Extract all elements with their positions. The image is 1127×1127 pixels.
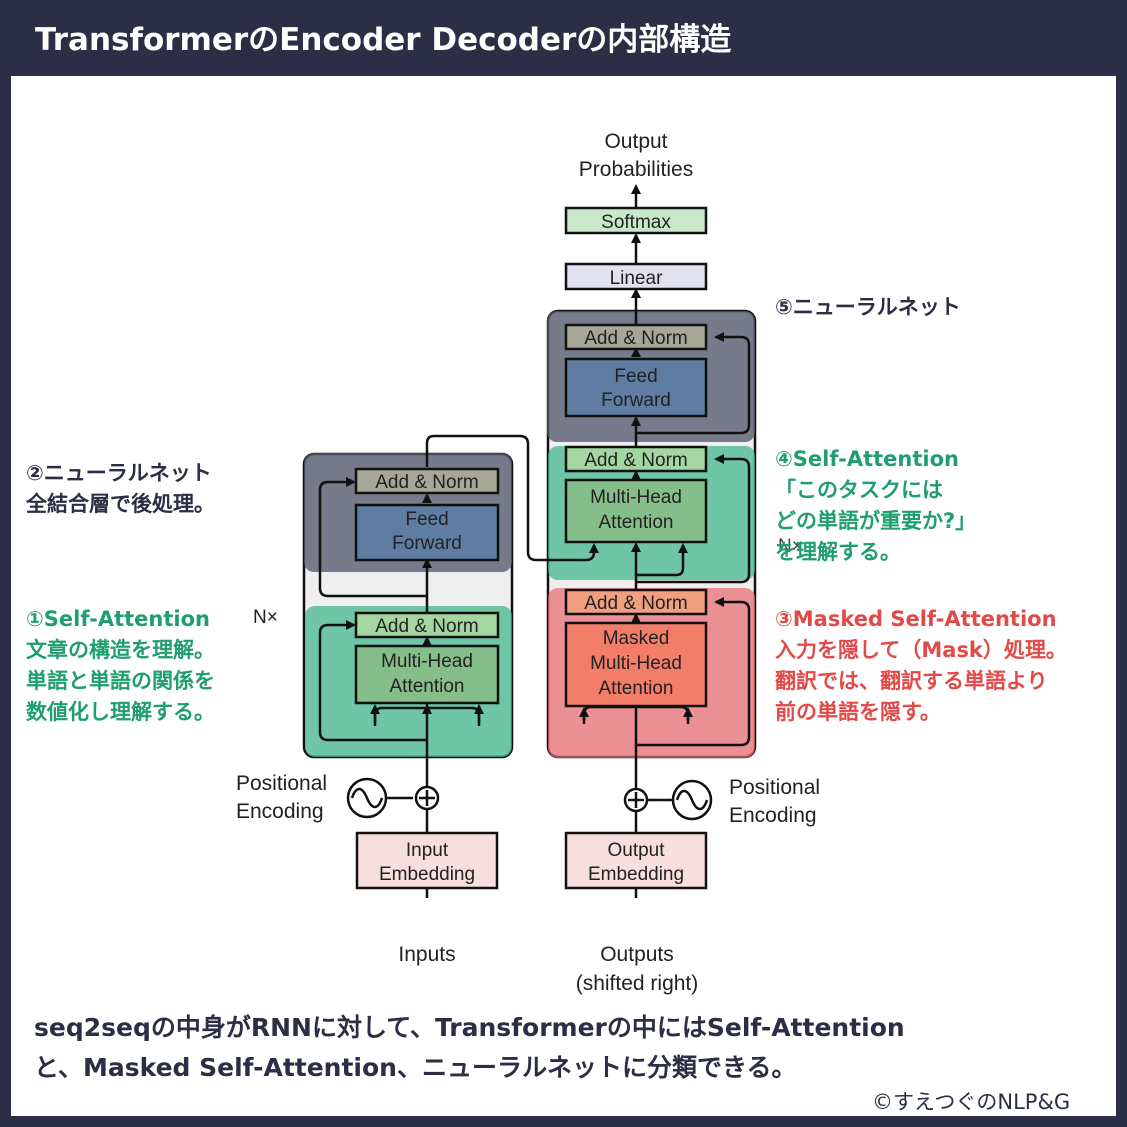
plus-right-cross <box>628 792 644 808</box>
dec-masked-multi-head <box>564 621 708 708</box>
note1-line-2: 文章の構造を理解。 <box>26 638 215 662</box>
line-enc-to-dec <box>425 434 599 562</box>
pe-right-wave <box>675 789 709 811</box>
softmax-box <box>564 206 708 235</box>
output-embedding-label-1: Output <box>607 840 665 861</box>
enc-feed-forward <box>354 503 500 562</box>
note1-line-3: 単語と単語の関係を <box>26 669 215 693</box>
outputs-label-2: (shifted right) <box>576 972 699 995</box>
dec-add-norm-ff-label: Add & Norm <box>584 328 687 349</box>
note-self-attention-decoder: ④Self-Attention 「このタスクには どの単語が重要か?」 を理解す… <box>775 444 976 568</box>
line-dec-residual-1 <box>636 597 751 747</box>
page-title: TransformerのEncoder Decoderの内部構造 <box>11 11 855 69</box>
dec-mha-label-1: Multi-Head <box>590 487 682 508</box>
enc-add-norm-ff-label: Add & Norm <box>375 472 478 493</box>
summary-line-1: seq2seqの中身がRNNに対して、Transformerの中にはSelf-A… <box>34 1013 905 1042</box>
input-embedding-label-1: Input <box>406 840 449 861</box>
dec-masked-label-2: Multi-Head <box>590 653 682 674</box>
line-dec-residual-3 <box>636 332 751 435</box>
copyright: ©すえつぐのNLP&G <box>872 1090 1071 1114</box>
note5-line-1: ⑤ニューラルネット <box>775 295 961 319</box>
output-embedding-box <box>564 831 708 890</box>
dec-add-norm-mha-label: Add & Norm <box>584 450 687 471</box>
note2-line-2: 全結合層で後処理。 <box>26 492 215 516</box>
enc-add-norm-ff <box>354 467 500 495</box>
pe-left-wave <box>350 787 384 809</box>
pe-left-label-2: Encoding <box>236 800 324 823</box>
dec-feed-forward <box>564 357 708 418</box>
enc-mha-label-2: Attention <box>390 676 465 697</box>
note4-line-3: どの単語が重要か?」 <box>775 509 977 533</box>
dec-add-norm-masked-label: Add & Norm <box>584 593 687 614</box>
note3-line-1: ③Masked Self-Attention <box>775 607 1057 631</box>
note4-line-1: ④Self-Attention <box>775 447 959 471</box>
dec-add-norm-mha <box>564 445 708 473</box>
output-embedding-label-2: Embedding <box>588 864 684 885</box>
enc-add-norm-mha <box>354 611 500 639</box>
note3-line-4: 前の単語を隠す。 <box>775 700 941 724</box>
note1-line-1: ①Self-Attention <box>26 607 210 631</box>
note4-line-4: を理解する。 <box>775 540 901 564</box>
inputs-label: Inputs <box>398 943 455 966</box>
note-neural-net-decoder: ⑤ニューラルネット <box>775 292 961 323</box>
note1-line-4: 数値化し理解する。 <box>26 700 215 724</box>
note3-line-3: 翻訳では、翻訳する単語より <box>775 669 1048 693</box>
dec-masked-label-3: Attention <box>599 678 674 699</box>
dec-nx-label: N× <box>778 536 803 557</box>
enc-mha-label-1: Multi-Head <box>381 651 473 672</box>
dec-mha-label-2: Attention <box>599 512 674 533</box>
enc-feed-label-1: Feed <box>405 509 448 530</box>
pe-left-label-1: Positional <box>236 772 327 795</box>
input-embedding-box <box>355 831 499 890</box>
input-embedding-label-2: Embedding <box>379 864 475 885</box>
note2-line-1: ②ニューラルネット <box>26 461 212 485</box>
pe-right-label-2: Encoding <box>729 804 817 827</box>
pe-right-label-1: Positional <box>729 776 820 799</box>
output-probabilities-label-1: Output <box>604 130 667 153</box>
outputs-label-1: Outputs <box>600 943 674 966</box>
note-neural-net-encoder: ②ニューラルネット 全結合層で後処理。 <box>26 458 215 520</box>
output-probabilities-label-2: Probabilities <box>579 158 693 181</box>
dec-multi-head <box>564 478 708 544</box>
summary-text: seq2seqの中身がRNNに対して、Transformerの中にはSelf-A… <box>34 1008 905 1088</box>
line-dec-residual-2 <box>636 454 751 584</box>
dec-feed-label-2: Forward <box>601 390 671 411</box>
softmax-label: Softmax <box>601 212 671 233</box>
enc-multi-head <box>354 644 500 705</box>
dec-feed-label-1: Feed <box>614 366 657 387</box>
line-enc-residual-2 <box>318 477 427 598</box>
linear-box <box>564 262 708 291</box>
dec-add-norm-masked <box>564 588 708 616</box>
note-masked-self-attention: ③Masked Self-Attention 入力を隠して（Mask）処理。 翻… <box>775 604 1067 728</box>
line-enc-residual-1 <box>318 620 427 742</box>
summary-line-2: と、Masked Self-Attention、ニューラルネットに分類できる。 <box>34 1053 797 1082</box>
note3-line-2: 入力を隠して（Mask）処理。 <box>775 638 1067 662</box>
enc-add-norm-mha-label: Add & Norm <box>375 616 478 637</box>
enc-nx-label: N× <box>253 607 278 628</box>
linear-label: Linear <box>610 268 663 289</box>
enc-feed-label-2: Forward <box>392 533 462 554</box>
note-self-attention-encoder: ①Self-Attention 文章の構造を理解。 単語と単語の関係を 数値化し… <box>26 604 215 728</box>
dec-add-norm-ff <box>564 323 708 351</box>
plus-left-cross <box>419 790 435 806</box>
line-dec-q <box>636 543 688 577</box>
dec-masked-label-1: Masked <box>603 628 670 649</box>
note4-line-2: 「このタスクには <box>775 478 943 502</box>
